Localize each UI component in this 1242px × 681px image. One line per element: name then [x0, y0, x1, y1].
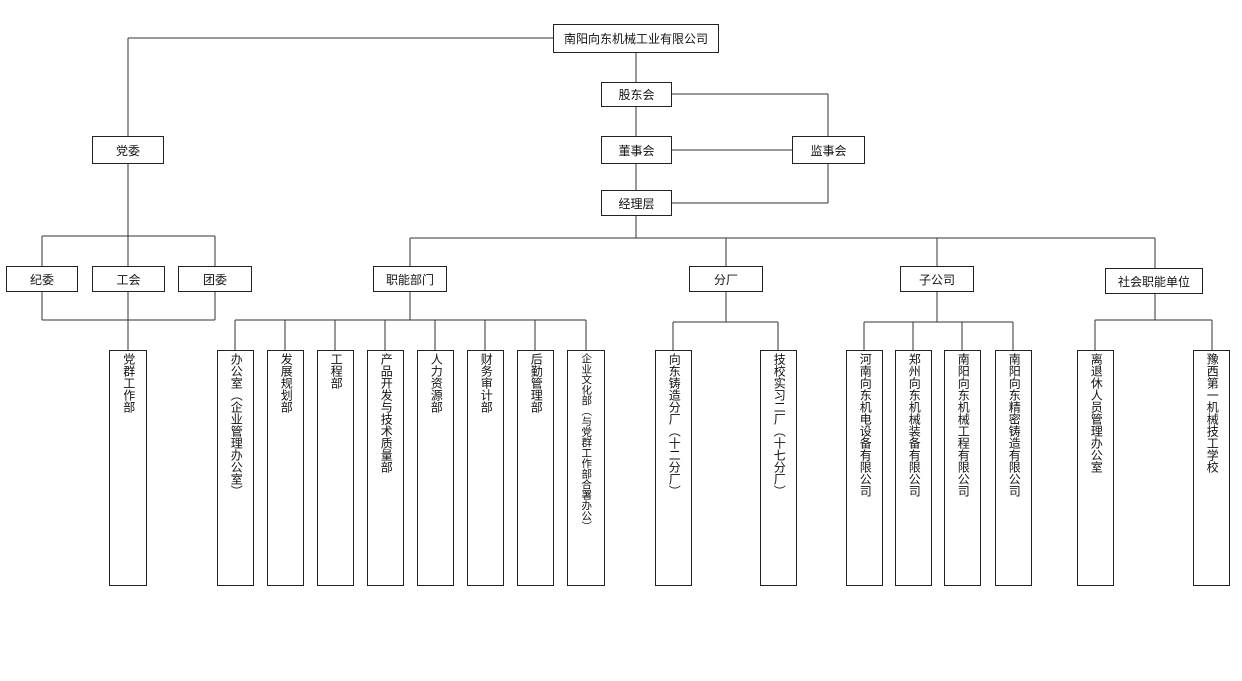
branch-training-plant: 技校实习二厂（十七分厂）: [760, 350, 797, 586]
subsidiary-zhengzhou: 郑州向东机械装备有限公司: [895, 350, 932, 586]
branch-foundry: 向东铸造分厂（十二分厂）: [655, 350, 692, 586]
dept-logistics: 后勤管理部: [517, 350, 554, 586]
subsidiary-nanyang-engineering: 南阳向东机械工程有限公司: [944, 350, 981, 586]
party-committee-node: 党委: [92, 136, 164, 164]
dept-engineering: 工程部: [317, 350, 354, 586]
discipline-node: 纪委: [6, 266, 78, 292]
company-node: 南阳向东机械工业有限公司: [553, 24, 719, 53]
management-node: 经理层: [601, 190, 672, 216]
subsidiary-nanyang-precision: 南阳向东精密铸造有限公司: [995, 350, 1032, 586]
subsidiary-henan: 河南向东机电设备有限公司: [846, 350, 883, 586]
branch-factory-node: 分厂: [689, 266, 763, 292]
dept-culture: 企业文化部（与党群工作部合署办公）: [567, 350, 605, 586]
social-retirees-office: 离退休人员管理办公室: [1077, 350, 1114, 586]
dept-product-quality: 产品开发与技术质量部: [367, 350, 404, 586]
party-dept-node: 党群工作部: [109, 350, 147, 586]
union-node: 工会: [92, 266, 165, 292]
subsidiary-node: 子公司: [900, 266, 974, 292]
board-node: 董事会: [601, 136, 672, 164]
dept-planning: 发展规划部: [267, 350, 304, 586]
youth-league-node: 团委: [178, 266, 252, 292]
dept-finance-audit: 财务审计部: [467, 350, 504, 586]
social-unit-node: 社会职能单位: [1105, 268, 1203, 294]
dept-hr: 人力资源部: [417, 350, 454, 586]
supervisors-node: 监事会: [792, 136, 865, 164]
functional-dept-node: 职能部门: [373, 266, 447, 292]
social-technical-school: 豫西第一机械技工学校: [1193, 350, 1230, 586]
shareholders-node: 股东会: [601, 82, 672, 107]
dept-office: 办公室（企业管理办公室）: [217, 350, 254, 586]
